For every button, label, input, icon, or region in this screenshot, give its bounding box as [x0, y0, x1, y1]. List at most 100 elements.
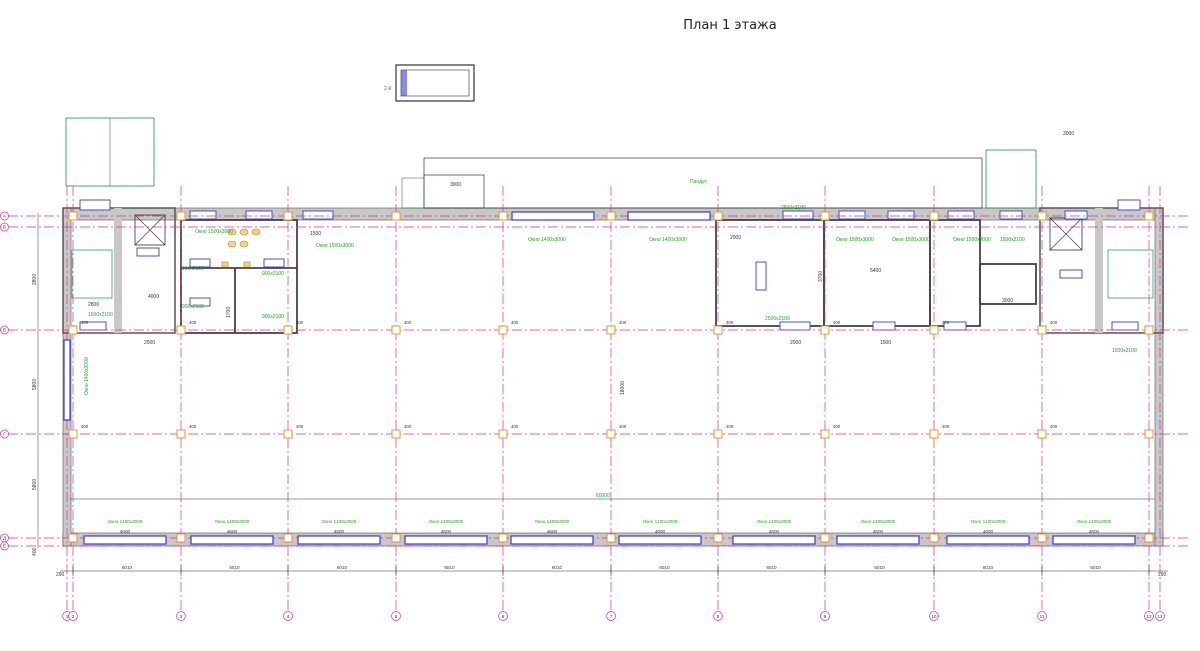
axis-bubble-x: [498, 611, 508, 621]
column: [929, 533, 939, 543]
door-label-3: 900х2100: [182, 304, 204, 310]
column: [498, 211, 508, 221]
axis-label-x: 10: [931, 614, 937, 619]
window-south: [1052, 535, 1136, 545]
column: [606, 533, 616, 543]
axis-bubble-y: [0, 429, 9, 439]
windows: Окно 1400х3000 4600 Окно 1400х3000 4600 Окно…: [83, 519, 1136, 545]
bay-dim: 6010: [983, 565, 994, 570]
column-dim: 400: [296, 320, 304, 325]
small-window-label-2: Окно 1500х3000: [316, 243, 354, 249]
column-dim: 400: [189, 424, 197, 429]
entrance-ramp: [401, 157, 983, 209]
partitions: [180, 219, 1037, 334]
column: [713, 325, 723, 335]
dim-d5400: 5400: [870, 268, 881, 274]
plan-title: План 1 этажа: [683, 18, 777, 33]
exterior-stair-ne: [985, 149, 1037, 209]
axis-bubble-x: [391, 611, 401, 621]
axis-bubble-x: [1037, 611, 1047, 621]
bay-dim: 6010: [659, 565, 670, 570]
small-window-label-3: Окно 1500х3000: [836, 237, 874, 243]
window-south: [510, 535, 594, 545]
column: [1144, 533, 1154, 543]
column: [713, 533, 723, 543]
column: [820, 429, 830, 439]
column: [929, 211, 939, 221]
column: [606, 325, 616, 335]
window-south-label: Окно 1400х3000: [108, 519, 143, 524]
axis-bubble-y: [0, 211, 9, 221]
stair-core-east: [1039, 207, 1164, 334]
door-label-9: 2500х2100: [781, 205, 806, 211]
column: [176, 325, 186, 335]
column-dim: 400: [511, 320, 519, 325]
dim-vert-2: 5800: [32, 379, 38, 390]
window-south-dim: 4600: [120, 529, 131, 534]
window-south: [836, 535, 920, 545]
column: [1037, 211, 1047, 221]
small-window-label-5: Окно 1500х3000: [953, 237, 991, 243]
window-south-dim: 4600: [983, 529, 994, 534]
window-south-dim: 4600: [441, 529, 452, 534]
dim-d3000c: 3000: [450, 182, 461, 188]
axis-label-x: 2: [72, 614, 75, 619]
column-dim: 400: [942, 424, 950, 429]
column: [68, 211, 78, 221]
axis-label-x: 6: [502, 614, 505, 619]
dim-d1700: 1700: [226, 307, 232, 318]
window-south-dim: 4600: [227, 529, 238, 534]
axis-label-x: 3: [180, 614, 183, 619]
axis-bubble-x: [1155, 611, 1165, 621]
bay-dim: 6010: [874, 565, 885, 570]
dim-end-left: 290: [56, 572, 65, 578]
sanitary-fixtures: [221, 228, 261, 268]
dim-d2000b: 2000: [790, 340, 801, 346]
window-south-label: Окно 1400х3000: [1077, 519, 1112, 524]
window-south-dim: 4600: [334, 529, 345, 534]
column: [1037, 533, 1047, 543]
column: [606, 211, 616, 221]
door-label-1: 900х2100: [182, 266, 204, 272]
stair-core-west: [62, 207, 176, 334]
dim-d18000: 18000: [620, 381, 626, 395]
doors: [79, 199, 1141, 331]
door-label-8: 2500х2100: [765, 316, 790, 322]
column: [713, 211, 723, 221]
bay-dim: 6010: [229, 565, 240, 570]
column-dim: 400: [942, 320, 950, 325]
exterior-stair-nw: [65, 117, 155, 187]
axis-label-y: В: [3, 328, 6, 333]
door-label-7: 1500х2100: [1112, 348, 1137, 354]
axis-label-y: Д: [3, 536, 6, 541]
door-label-5: 1500х2100: [88, 312, 113, 318]
column: [391, 325, 401, 335]
column: [68, 429, 78, 439]
column: [820, 211, 830, 221]
column: [68, 325, 78, 335]
window-south: [946, 535, 1030, 545]
axis-bubble-x: [176, 611, 186, 621]
north-window-label-2: Окно 1400х3000: [649, 237, 687, 243]
total-length-label: 60000: [596, 493, 610, 499]
axis-label-x: 8: [717, 614, 720, 619]
column: [283, 429, 293, 439]
small-window-label-1: Окно 1500х3000: [195, 229, 233, 235]
dim-d2500: 2500: [144, 340, 155, 346]
column-dim: 400: [1050, 424, 1058, 429]
labels: Пандус 2-й Окно 1400х3000 60000 Окно 140…: [32, 85, 1167, 578]
dim-d3000a: 3000: [1002, 298, 1013, 304]
bay-dim: 6010: [337, 565, 348, 570]
column: [1037, 429, 1047, 439]
dim-vert-1: 2800: [32, 274, 38, 285]
column: [283, 533, 293, 543]
window-north-1: [511, 211, 595, 221]
window-south: [297, 535, 381, 545]
column-dim: 400: [511, 424, 519, 429]
window-south: [732, 535, 816, 545]
column: [283, 211, 293, 221]
window-south-label: Окно 1400х3000: [757, 519, 792, 524]
